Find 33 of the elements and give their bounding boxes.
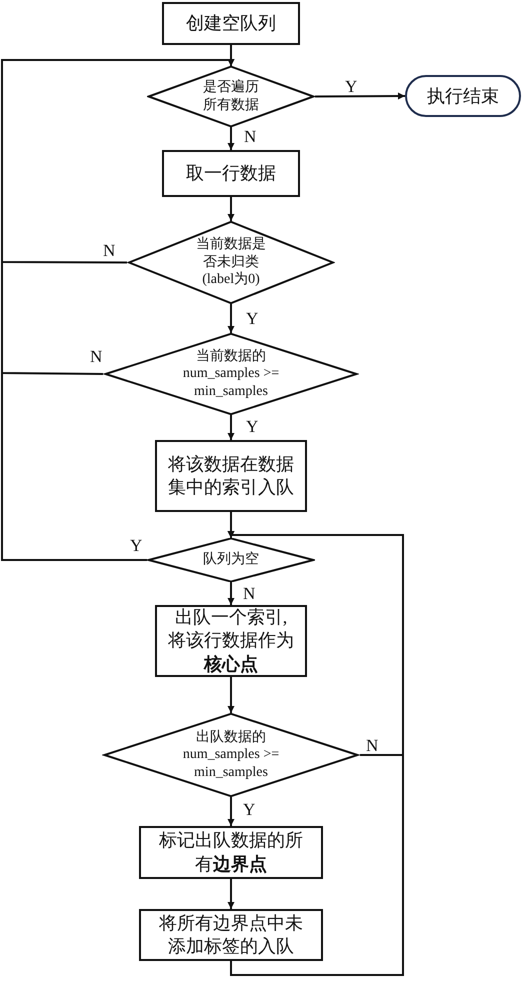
edge-label: Y [245, 418, 260, 435]
edge-label: N [89, 348, 104, 365]
terminal-box: 执行结束 [405, 75, 521, 117]
process-box: 标记出队数据的所有边界点 [139, 826, 323, 879]
process-box: 出队一个索引,将该行数据作为核心点 [155, 605, 307, 677]
arrow [228, 879, 234, 909]
arrow [1, 59, 234, 561]
arrow [228, 304, 234, 333]
decision-diamond: 当前数据的 num_samples >= min_samples [103, 333, 359, 415]
arrow [228, 582, 234, 605]
edge-label: N [243, 128, 258, 145]
arrow [228, 415, 234, 440]
decision-diamond: 是否遍历所有数据 [147, 66, 315, 127]
arrow [228, 531, 404, 976]
process-box: 创建空队列 [162, 2, 300, 45]
arrow [228, 797, 234, 826]
edge-label: Y [245, 310, 260, 327]
edge-label: Y [242, 801, 256, 818]
edge-label: N [242, 585, 256, 602]
edge-label: Y [129, 537, 144, 554]
arrow [228, 197, 234, 221]
process-box: 取一行数据 [162, 150, 300, 197]
decision-diamond: 当前数据是否未归类(label为0) [127, 221, 335, 304]
decision-diamond: 出队数据的 num_samples >= min_samples [102, 713, 360, 797]
edge-label: N [365, 737, 380, 754]
arrow [228, 677, 234, 713]
arrow [228, 127, 234, 150]
edge-label: N [102, 242, 116, 259]
process-box: 将该数据在数据集中的索引入队 [155, 440, 307, 512]
decision-diamond: 队列为空 [147, 538, 315, 582]
arrow [315, 92, 405, 100]
edge-label: Y [344, 78, 358, 95]
process-box: 将所有边界点中未添加标签的入队 [139, 909, 323, 961]
